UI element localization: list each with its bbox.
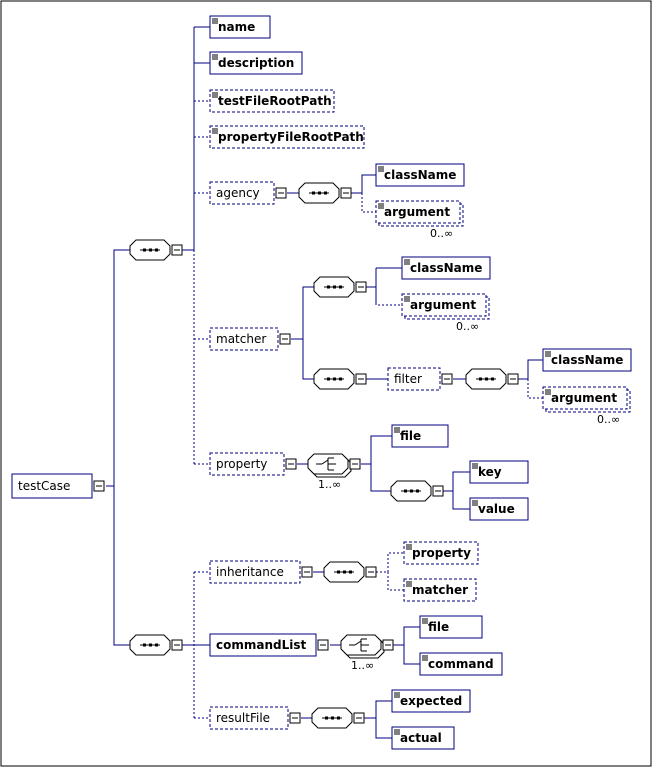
testcase-element-label: testCase: [18, 479, 70, 493]
agency-sequence[interactable]: [298, 182, 340, 204]
inheritance-element-collapse-icon[interactable]: [301, 566, 313, 578]
resultfile-actual-element-label: actual: [400, 731, 442, 745]
description-element[interactable]: description: [209, 51, 303, 75]
name-element[interactable]: name: [209, 15, 271, 39]
matcher-element-label: matcher: [216, 332, 266, 346]
property-choice-collapse-icon[interactable]: [349, 458, 361, 470]
property-file-element[interactable]: file: [391, 424, 449, 448]
commandlist-file-element-label: file: [428, 620, 449, 634]
inheritance-sequence-collapse-icon[interactable]: [365, 566, 377, 578]
inheritance-property-element-label: property: [412, 546, 471, 560]
agency-element-collapse-icon[interactable]: [275, 187, 287, 199]
filter-element[interactable]: filter: [387, 367, 441, 391]
matcher-element[interactable]: matcher: [209, 327, 279, 351]
commandlist-element-label: commandList: [216, 638, 306, 652]
filter-sequence[interactable]: [465, 368, 507, 390]
inheritance-element-label: inheritance: [216, 565, 284, 579]
resultfile-sequence-collapse-icon[interactable]: [353, 712, 365, 724]
filter-classname-element-label: className: [551, 353, 623, 367]
resultfile-element-collapse-icon[interactable]: [289, 712, 301, 724]
property-value-element-label: value: [478, 502, 515, 516]
filter-element-collapse-icon[interactable]: [441, 373, 453, 385]
property-choice[interactable]: [307, 453, 352, 478]
resultfile-actual-element[interactable]: actual: [391, 726, 455, 750]
matcher-sequence-2-collapse-icon[interactable]: [355, 373, 367, 385]
agency-classname-element-label: className: [384, 168, 456, 182]
commandlist-file-element[interactable]: file: [419, 615, 483, 639]
commandlist-element-collapse-icon[interactable]: [317, 639, 329, 651]
matcher-classname-element[interactable]: className: [401, 256, 491, 280]
resultfile-element-label: resultFile: [216, 711, 270, 725]
testfilerootpath-element[interactable]: testFileRootPath: [209, 89, 335, 113]
sequence-secondary[interactable]: [129, 634, 171, 656]
filter-argument-element-label: argument: [551, 391, 617, 405]
property-choice-occurs: 1..∞: [318, 478, 341, 491]
filter-element-label: filter: [394, 372, 422, 386]
property-element-label: property: [216, 457, 267, 471]
sequence-main-collapse-icon[interactable]: [171, 244, 183, 256]
commandlist-choice-collapse-icon[interactable]: [382, 639, 394, 651]
resultfile-expected-element-label: expected: [400, 694, 462, 708]
sequence-main[interactable]: [129, 239, 171, 261]
matcher-sequence-2[interactable]: [313, 368, 355, 390]
matcher-argument-element-occurs: 0..∞: [456, 320, 479, 333]
inheritance-sequence[interactable]: [323, 561, 365, 583]
connector-lines: [106, 26, 543, 739]
testfilerootpath-element-label: testFileRootPath: [218, 94, 332, 108]
testcase-element[interactable]: testCase: [11, 473, 93, 499]
property-key-element[interactable]: key: [469, 460, 529, 484]
agency-sequence-collapse-icon[interactable]: [340, 187, 352, 199]
filter-classname-element[interactable]: className: [542, 348, 632, 372]
matcher-argument-element[interactable]: argument: [401, 293, 490, 320]
matcher-sequence-1-collapse-icon[interactable]: [355, 281, 367, 293]
agency-element[interactable]: agency: [209, 181, 275, 205]
commandlist-choice-occurs: 1..∞: [351, 659, 374, 672]
agency-element-label: agency: [216, 186, 260, 200]
property-sequence[interactable]: [390, 480, 432, 502]
commandlist-choice[interactable]: [340, 634, 385, 659]
matcher-argument-element-label: argument: [410, 298, 476, 312]
propertyfilerootpath-element[interactable]: propertyFileRootPath: [209, 125, 365, 149]
property-sequence-collapse-icon[interactable]: [432, 485, 444, 497]
propertyfilerootpath-element-label: propertyFileRootPath: [218, 130, 364, 144]
agency-argument-element[interactable]: argument: [375, 200, 464, 227]
agency-argument-element-label: argument: [384, 205, 450, 219]
agency-argument-element-occurs: 0..∞: [430, 227, 453, 240]
sequence-secondary-collapse-icon[interactable]: [171, 639, 183, 651]
commandlist-command-element-label: command: [428, 657, 494, 671]
resultfile-sequence[interactable]: [311, 707, 353, 729]
agency-classname-element[interactable]: className: [375, 163, 465, 187]
filter-sequence-collapse-icon[interactable]: [507, 373, 519, 385]
property-element-collapse-icon[interactable]: [285, 458, 297, 470]
matcher-classname-element-label: className: [410, 261, 482, 275]
description-element-label: description: [218, 56, 294, 70]
resultfile-element[interactable]: resultFile: [209, 706, 289, 730]
inheritance-matcher-element[interactable]: matcher: [403, 578, 477, 602]
property-value-element[interactable]: value: [469, 497, 529, 521]
property-element[interactable]: property: [209, 452, 285, 476]
inheritance-matcher-element-label: matcher: [412, 583, 468, 597]
filter-argument-element-occurs: 0..∞: [597, 413, 620, 426]
filter-argument-element[interactable]: argument: [542, 386, 631, 413]
commandlist-element[interactable]: commandList: [209, 633, 317, 657]
commandlist-command-element[interactable]: command: [419, 652, 503, 676]
name-element-label: name: [218, 20, 255, 34]
matcher-element-collapse-icon[interactable]: [279, 333, 291, 345]
property-key-element-label: key: [478, 465, 502, 479]
property-file-element-label: file: [400, 429, 421, 443]
inheritance-element[interactable]: inheritance: [209, 560, 301, 584]
testcase-element-collapse-icon[interactable]: [93, 480, 105, 492]
resultfile-expected-element[interactable]: expected: [391, 689, 471, 713]
matcher-sequence-1[interactable]: [313, 276, 355, 298]
inheritance-property-element[interactable]: property: [403, 541, 479, 565]
